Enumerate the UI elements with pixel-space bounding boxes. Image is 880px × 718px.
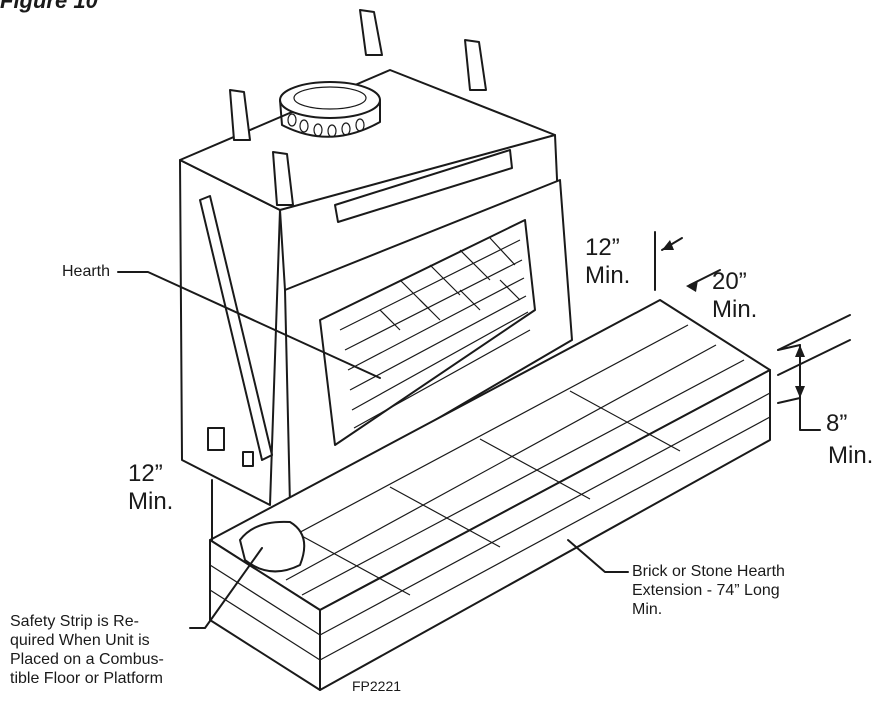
- louver-slot: [334, 149, 513, 223]
- hearth-leader: [117, 271, 381, 379]
- firebox-brick-pattern: [339, 237, 531, 429]
- front-ext-line-3: [777, 339, 851, 376]
- figure-title: Figure 10: [0, 0, 98, 13]
- dimension-arrowheads: [662, 240, 805, 398]
- safety-strip-rail: [199, 195, 273, 461]
- standoff-tabs: [229, 9, 487, 206]
- hearth-label: Hearth: [62, 263, 111, 280]
- firebox-opening: [319, 219, 536, 446]
- safety-strip-label: Safety Strip is Re- quired When Unit is …: [10, 613, 164, 687]
- top-clearance-label: 12” Min.: [585, 234, 631, 289]
- height-min-label: Min.: [828, 442, 874, 469]
- safety-strip-leader: [189, 547, 263, 629]
- height-line-bottom: [777, 397, 801, 404]
- safety-strip-cutaway: [239, 520, 306, 573]
- height-value-label: 8”: [826, 410, 848, 437]
- hearth-extension-label: Brick or Stone Hearth Extension - 74” Lo…: [632, 563, 785, 618]
- side-junction-box: [207, 427, 225, 451]
- hearth-brick-lines: [209, 324, 771, 661]
- front-extension-label: 20” Min.: [712, 268, 758, 323]
- flue-holes: [287, 113, 365, 138]
- figure-code: FP2221: [352, 678, 402, 694]
- height-line-top: [777, 344, 801, 351]
- side-clearance-label: 12” Min.: [128, 460, 174, 515]
- hearth-ext-leader: [567, 539, 629, 573]
- hearth-extension-side: [319, 369, 771, 691]
- front-ext-line-2: [777, 314, 851, 351]
- side-vent: [242, 451, 254, 467]
- height-leader: [799, 397, 821, 431]
